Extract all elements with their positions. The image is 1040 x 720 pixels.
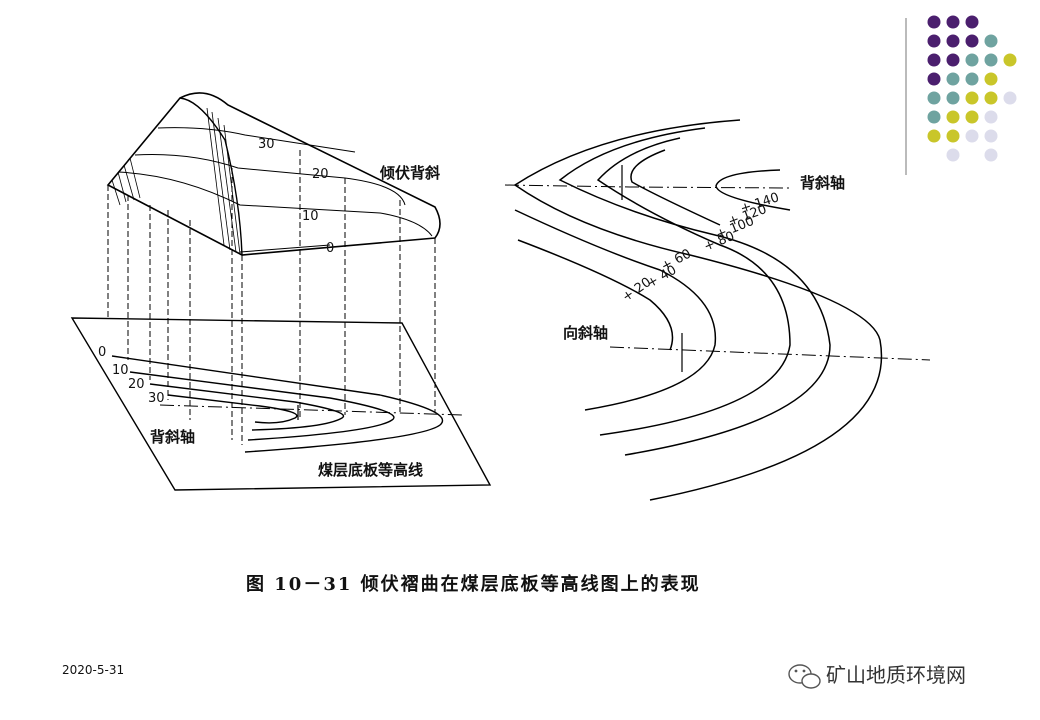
surface-contour-20 (134, 154, 406, 206)
decorative-dot (965, 110, 979, 124)
decorative-dot (984, 91, 998, 105)
map-contour-line (558, 127, 831, 456)
decorative-dot (1003, 53, 1017, 67)
decorative-dot (965, 15, 979, 29)
plane-contour-label: 20 (128, 377, 145, 392)
map-contour-line (514, 209, 717, 411)
decorative-dot (984, 148, 998, 162)
map-syncline-axis-line (609, 346, 931, 361)
surface-contour-10 (117, 171, 433, 237)
block-diagram: 30 20 10 0 倾伏背斜 0 10 20 30 背斜轴 煤层底板等高线 (70, 92, 492, 491)
decorative-dot (946, 129, 960, 143)
map-contour-line (596, 137, 791, 436)
map-contour-line (517, 239, 674, 351)
decorative-dot (946, 148, 960, 162)
map-anticline-axis-line (504, 184, 791, 189)
decorative-dot (927, 91, 941, 105)
decorative-dot (984, 110, 998, 124)
plane-contour-0 (111, 355, 444, 453)
decorative-dot (927, 129, 941, 143)
decorative-dot (946, 15, 960, 29)
decorative-dot (927, 53, 941, 67)
projection-lines (107, 150, 436, 445)
decorative-dot (965, 129, 979, 143)
plane-contour-10 (129, 371, 395, 441)
decorative-dot (984, 72, 998, 86)
decorative-dot-grid (927, 15, 1017, 162)
map-contour-line (630, 149, 721, 226)
figure-caption: 图 10－31 倾伏褶曲在煤层底板等高线图上的表现 (246, 573, 701, 595)
decorative-dot (927, 34, 941, 48)
block-contour-label: 10 (302, 209, 319, 224)
map-contour-line (513, 119, 883, 501)
block-contour-label: 20 (312, 167, 329, 182)
map-anticline-axis-label: 背斜轴 (800, 174, 845, 192)
decorative-dot (946, 72, 960, 86)
wechat-icon (788, 664, 821, 689)
decorative-dot (927, 110, 941, 124)
plane-axis-line (159, 404, 463, 416)
block-contour-label: 30 (258, 137, 275, 152)
map-contour-line (715, 169, 791, 211)
decorative-dot (927, 72, 941, 86)
surface-contour-30 (157, 127, 356, 153)
decorative-dot (946, 53, 960, 67)
decorative-dot (946, 34, 960, 48)
watermark-text: 矿山地质环境网 (826, 663, 966, 687)
decorative-dot (965, 34, 979, 48)
block-title-label: 倾伏背斜 (379, 164, 440, 182)
decorative-dot (965, 91, 979, 105)
plane-contour-20 (149, 383, 345, 431)
plane-contour-label: 30 (148, 391, 165, 406)
plane-contour-30 (167, 394, 298, 424)
plane-contour-label: 10 (112, 363, 129, 378)
plane-axis-label: 背斜轴 (150, 428, 195, 446)
decorative-dot (1003, 91, 1017, 105)
contour-map: 背斜轴 + 140 + 120 + 100 + 80 + 60 + 40 + 2… (504, 119, 931, 501)
decorative-dot (965, 72, 979, 86)
slide-date: 2020-5-31 (62, 663, 124, 677)
plane-contour-label: 0 (98, 345, 106, 360)
map-syncline-axis-label: 向斜轴 (563, 324, 608, 342)
decorative-dot (984, 53, 998, 67)
decorative-dot (965, 53, 979, 67)
anticline-outline (106, 92, 441, 256)
anticline-nose (179, 97, 243, 256)
block-contour-label: 0 (326, 241, 334, 256)
decorative-dot (984, 34, 998, 48)
decorative-dot (946, 91, 960, 105)
decorative-dot (946, 110, 960, 124)
surface-contour-0 (239, 244, 331, 253)
plane-title-label: 煤层底板等高线 (318, 461, 423, 479)
decorative-dot (984, 129, 998, 143)
base-plane (70, 317, 492, 491)
decorative-dot (927, 15, 941, 29)
